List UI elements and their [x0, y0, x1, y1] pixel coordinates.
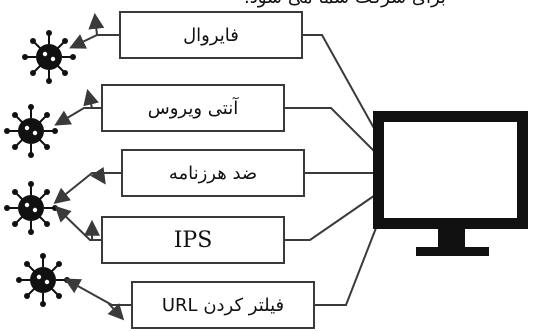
antivirus-label: آنتی ویروس: [147, 97, 239, 119]
threat-arrow: [54, 205, 101, 241]
antispam-label: ضد هرزنامه: [168, 162, 258, 184]
threat-arrow: [107, 303, 131, 321]
url-filter-box: فیلتر کردن URL: [131, 281, 315, 329]
threat-arrow: [88, 12, 119, 36]
url-filter-label: فیلتر کردن URL: [161, 294, 285, 316]
threat-arrow: [54, 107, 101, 126]
connector-ips: [285, 190, 382, 241]
connector-lines: [285, 34, 384, 306]
caption-text: برای شرکت شما می شود.: [244, 0, 446, 8]
virus-icon: [4, 181, 58, 235]
antispam-box: ضد هرزنامه: [121, 149, 305, 197]
virus-icon: [22, 30, 76, 84]
threat-arrow: [84, 219, 101, 241]
connector-antivirus: [285, 107, 381, 158]
threat-arrow: [64, 278, 131, 306]
virus-icon: [16, 253, 70, 307]
firewall-box: فایروال: [119, 11, 303, 59]
threat-arrows: [53, 12, 131, 321]
threat-arrow: [53, 172, 121, 205]
connector-url-filter: [315, 209, 384, 306]
monitor-icon: [373, 111, 528, 256]
firewall-label: فایروال: [183, 24, 239, 46]
antivirus-box: آنتی ویروس: [101, 84, 285, 132]
ips-box: IPS: [101, 216, 285, 264]
ips-label: IPS: [173, 227, 213, 253]
threat-arrow: [83, 88, 101, 109]
threat-arrow: [90, 166, 121, 185]
threat-arrow: [69, 34, 119, 49]
connector-firewall: [303, 34, 381, 140]
virus-icon: [4, 104, 58, 158]
